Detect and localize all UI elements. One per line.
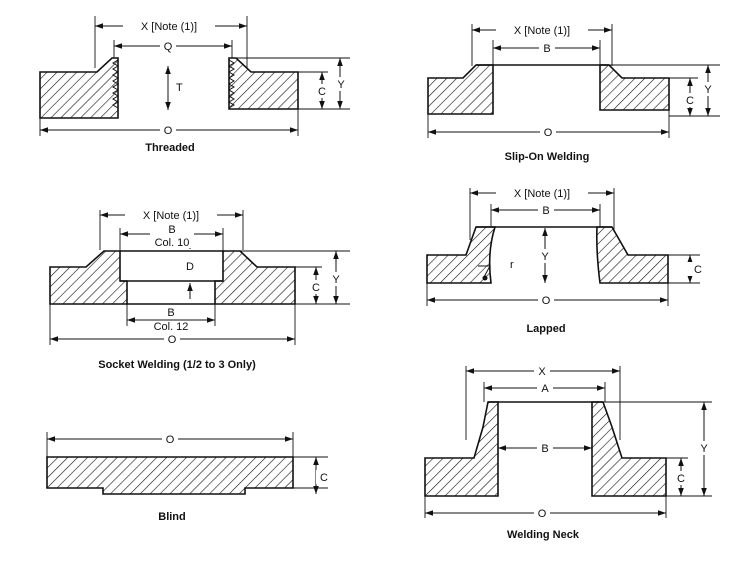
y-label-slipon: Y bbox=[704, 84, 712, 96]
o-label-lapped: O bbox=[542, 295, 551, 307]
col12-label: Col. 12 bbox=[154, 321, 189, 333]
blind-flange: O C Blind bbox=[46, 432, 330, 523]
blind-section bbox=[46, 456, 294, 495]
c-label-socket: C bbox=[312, 282, 320, 294]
x-note-label-lapped: X [Note (1)] bbox=[514, 188, 570, 200]
y-label-socket: Y bbox=[332, 274, 340, 286]
c-label-blind: C bbox=[320, 472, 328, 484]
r-point bbox=[482, 275, 488, 281]
slip-on-flange: X [Note (1)] B C Y O Slip-On Welding bbox=[427, 23, 720, 163]
threaded-left-section bbox=[39, 57, 119, 119]
d-label: D bbox=[186, 261, 194, 273]
socket-welding-flange: X [Note (1)] B Col. 10 D B Col. 12 C Y O… bbox=[49, 208, 350, 371]
y-label-lapped: Y bbox=[541, 251, 549, 263]
c-label-slipon: C bbox=[686, 95, 694, 107]
q-label: Q bbox=[164, 41, 173, 53]
o-label-socket: O bbox=[168, 334, 177, 346]
o-label-slipon: O bbox=[544, 127, 553, 139]
caption-weldneck: Welding Neck bbox=[507, 529, 580, 541]
o-label-blind: O bbox=[166, 434, 175, 446]
b-label-weldneck: B bbox=[541, 443, 548, 455]
a-label-weldneck: A bbox=[541, 383, 549, 395]
c-label-weldneck: C bbox=[677, 473, 685, 485]
y-label-threaded: Y bbox=[337, 79, 345, 91]
welding-neck-flange: X A B C Y O Welding Neck bbox=[424, 364, 712, 541]
caption-blind: Blind bbox=[158, 511, 186, 523]
t-label: T bbox=[176, 82, 183, 94]
socket-left-section bbox=[49, 250, 128, 305]
slipon-left-section bbox=[427, 64, 494, 115]
caption-slipon: Slip-On Welding bbox=[505, 151, 590, 163]
b-label-lapped: B bbox=[542, 205, 549, 217]
o-label-weldneck: O bbox=[538, 508, 547, 520]
thread-marks bbox=[112, 59, 119, 109]
caption-threaded: Threaded bbox=[145, 142, 195, 154]
x-note-label-slipon: X [Note (1)] bbox=[514, 25, 570, 37]
c-label-threaded: C bbox=[318, 86, 326, 98]
threaded-flange: X [Note (1)] Q T C Y O Threaded bbox=[39, 16, 350, 154]
caption-socket: Socket Welding (1/2 to 3 Only) bbox=[98, 359, 256, 371]
slipon-right-section bbox=[599, 64, 670, 111]
b-label-slipon: B bbox=[543, 43, 550, 55]
b-label-col10: B bbox=[168, 224, 175, 236]
weldneck-left-section bbox=[424, 401, 499, 497]
caption-lapped: Lapped bbox=[526, 323, 565, 335]
thread-marks-right bbox=[228, 59, 235, 109]
lapped-right-section bbox=[596, 226, 669, 284]
x-label-weldneck: X bbox=[538, 366, 546, 378]
b-label-col12: B bbox=[167, 307, 174, 319]
col10-label: Col. 10 bbox=[155, 237, 190, 249]
c-label-lapped: C bbox=[694, 264, 702, 276]
o-label-threaded: O bbox=[164, 125, 173, 137]
socket-right-section bbox=[214, 250, 296, 305]
threaded-right-section bbox=[228, 57, 299, 110]
r-label: r bbox=[510, 259, 514, 271]
weldneck-right-section bbox=[591, 401, 667, 497]
lapped-flange: X [Note (1)] B Y r C O Lapped bbox=[426, 186, 702, 335]
x-note-label-socket: X [Note (1)] bbox=[143, 210, 199, 222]
y-label-weldneck: Y bbox=[700, 443, 708, 455]
x-note-label-threaded: X [Note (1)] bbox=[141, 21, 197, 33]
r-leader bbox=[478, 265, 491, 278]
